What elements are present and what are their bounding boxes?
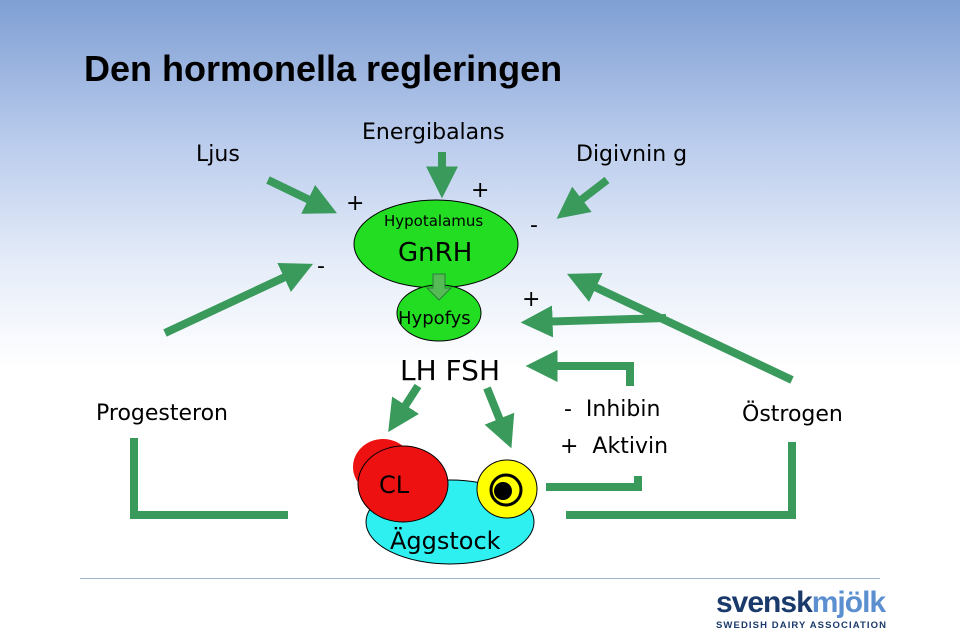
- svensk-mjolk-logo: svenskmjölk SWEDISH DAIRY ASSOCIATION: [716, 588, 886, 634]
- sign-progesteron: -: [317, 254, 325, 279]
- label-aggstock: Äggstock: [390, 526, 501, 555]
- sign-ostrogen: +: [522, 287, 540, 312]
- arrow-digivning: [556, 176, 610, 219]
- label-lh-fsh: LH FSH: [400, 354, 500, 387]
- logo-word-part1: svensk: [716, 586, 813, 619]
- arrow-ostrogen: [566, 273, 794, 384]
- arrow-fsh-follicle: [483, 386, 515, 449]
- label-cl: CL: [379, 471, 410, 499]
- arrow-progesteron: [163, 262, 314, 337]
- label-hypotalamus: Hypotalamus: [384, 212, 483, 230]
- logo-word-part2: mjölk: [811, 586, 886, 619]
- label-ljus: Ljus: [196, 142, 240, 167]
- cl-shape: [357, 445, 449, 523]
- label-inhibin: - Inhibin: [564, 397, 660, 422]
- slide-title: Den hormonella regleringen: [84, 48, 563, 89]
- label-aktivin: + Aktivin: [560, 434, 668, 459]
- label-hypofys: Hypofys: [398, 308, 471, 329]
- arrow-ljus: [266, 176, 337, 214]
- label-digivning: Digivnin g: [576, 142, 687, 167]
- label-energibalans: Energibalans: [362, 120, 505, 145]
- logo-tagline: SWEDISH DAIRY ASSOCIATION: [716, 620, 888, 631]
- line-progesteron-cl: [130, 438, 288, 519]
- label-progesteron: Progesteron: [96, 401, 228, 426]
- label-gnrh: GnRH: [398, 238, 472, 268]
- line-follicle-inhibin: [546, 476, 642, 491]
- arrow-lh-cl: [388, 383, 422, 433]
- gnrh-to-hypofys-arrow: [425, 273, 453, 301]
- label-ostrogen: Östrogen: [742, 401, 843, 427]
- logo-wordmark: svenskmjölk: [716, 588, 886, 618]
- sign-energibalans: +: [471, 178, 489, 203]
- arrow-inhibin-lhfsh: [525, 350, 634, 386]
- sign-digivning: -: [530, 213, 538, 238]
- arrow-inhibin-hypofys: [520, 305, 667, 338]
- sign-ljus: +: [346, 191, 364, 216]
- oocyte-nucleus: [494, 482, 512, 500]
- footer-divider: [80, 578, 880, 579]
- line-ostrogen-follicle: [566, 442, 796, 519]
